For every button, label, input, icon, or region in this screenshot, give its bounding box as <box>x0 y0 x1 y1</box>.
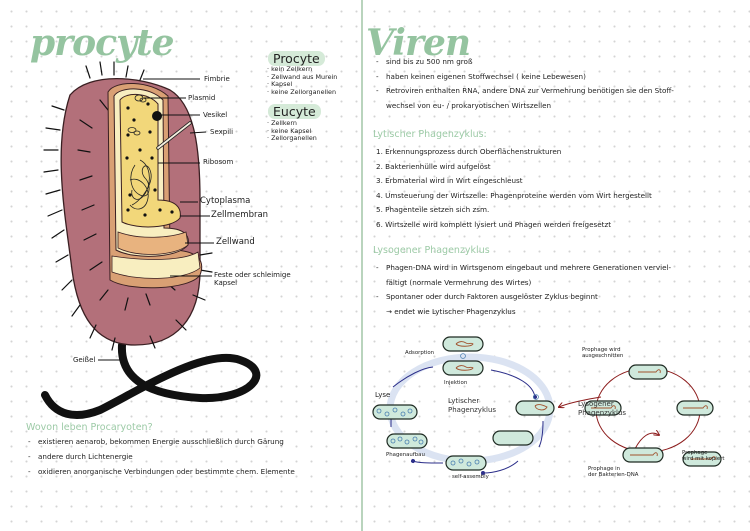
label-plasmid: Plasmid <box>188 94 216 102</box>
label-vesikel: Vesikel <box>203 111 228 119</box>
label-adsorption: Adsorption <box>405 350 435 356</box>
label-zellmembran: Zellmembran <box>211 210 269 220</box>
procaryoten-answers-list: -existieren aenarob, bekommen Energie au… <box>28 434 295 479</box>
lysogenic-center-line1: Lysogener <box>578 400 614 408</box>
label-phagenaufbau: Phagenaufbau <box>386 452 425 458</box>
fact-item-continuation: wechsel von eu- / prokaryotischen Wirtsz… <box>386 100 552 110</box>
eucyte-heading: Eucyte <box>268 104 321 119</box>
label-lyse: Lyse <box>375 391 391 399</box>
cell-adsorption <box>442 336 484 352</box>
label-prophage-ausgeschnitten-line2: ausgeschnitten <box>582 353 624 359</box>
procaryoten-question-heading: Wovon leben Procaryoten? <box>26 422 153 433</box>
lytic-step: 3. Erbmaterial wird in Wirt eingeschleus… <box>376 176 523 186</box>
cell-phagenaufbau <box>386 433 428 449</box>
answer-item: -existieren aenarob, bekommen Energie au… <box>28 437 284 446</box>
lytic-step: 2. Bakterienhülle wird aufgelöst <box>376 161 491 171</box>
page-title-viren: Viren <box>366 22 471 64</box>
label-prophage-kopiert: Prophage wird mit kopiert <box>682 450 725 462</box>
lysogenic-item-continuation: fältigt (normale Vermehrung des Wirtes) <box>386 277 532 287</box>
fact-item: -Retroviren enthalten RNA, andere DNA zu… <box>376 86 674 96</box>
lytic-step: 5. Phagenteile setzen sich zsm. <box>376 205 490 215</box>
label-zellwand: Zellwand <box>216 237 255 247</box>
page-title-procyte: procyte <box>30 22 175 64</box>
phage-cycle-diagram <box>372 336 722 475</box>
procyte-feature: · Zellwand aus Murein <box>267 72 338 81</box>
lysogenic-item: -Spontaner oder durch Faktoren ausgelöst… <box>376 292 598 302</box>
lysogenic-item-continuation: → endet wie Lytischer Phagenzyklus <box>386 306 516 316</box>
right-notebook-page <box>363 0 750 531</box>
cell-injektion <box>442 360 484 376</box>
fimbriae-icon <box>43 61 213 351</box>
eucyte-feature: · Zellkern <box>267 119 297 127</box>
bacterium-illustration <box>41 61 261 419</box>
procyte-heading: Procyte <box>268 51 325 66</box>
procyte-feature: · keine Zellorganellen <box>267 87 337 96</box>
lysogenic-items-list: -Phagen-DNA wird in Wirtsgenom eingebaut… <box>376 261 671 319</box>
nucleoid-dna-icon <box>129 159 152 210</box>
answer-item: -oxidieren anorganische Verbindungen ode… <box>28 467 295 476</box>
cell-self-assembly <box>445 455 487 471</box>
ribosome-dots-icon <box>125 102 174 217</box>
label-prophage-ausgeschnitten-line1: Prophage wird <box>582 347 621 353</box>
lytic-steps-list: 1. Erkennungsprozess durch Oberflächenst… <box>376 145 652 233</box>
label-ribosom: Ribosom <box>203 158 234 166</box>
procyte-features-list: · kein Zellkern · Zellwand aus Murein · … <box>267 65 338 96</box>
label-prophage-in-dna-line2: der Bakterien-DNA <box>588 472 639 478</box>
fact-item: -sind bis zu 500 nm groß <box>376 57 473 66</box>
label-prophage-ausgeschnitten: Prophage wird ausgeschnitten <box>582 347 623 359</box>
lysogenic-center-line2: Phagenzyklus <box>578 409 627 417</box>
page-divider <box>361 0 363 531</box>
lytic-cycle-center-label: Lytischer Phagenzyklus <box>448 397 496 415</box>
label-geissel: Geißel <box>73 356 96 364</box>
label-cytoplasma: Cytoplasma <box>200 196 251 206</box>
label-fimbrie: Fimbrie <box>204 75 230 83</box>
label-self-assembly: self-assembly <box>452 474 489 480</box>
lytic-step: 4. Umsteuerung der Wirtszelle: Phagenpro… <box>376 190 652 200</box>
label-prophage-kopiert-line1: Prophage <box>682 450 708 456</box>
viren-facts-list: -sind bis zu 500 nm groß -haben keinen e… <box>376 55 674 113</box>
answer-item: -andere durch Lichtenergie <box>28 452 133 461</box>
lytic-center-line1: Lytischer <box>448 397 480 405</box>
vesicle-icon <box>152 111 162 121</box>
phage-particles-icon <box>376 353 539 467</box>
eucyte-features-list: · Zellkern · keine Kapsel · Zellorganell… <box>267 119 317 143</box>
cell-integration <box>515 400 555 416</box>
lytic-step: 1. Erkennungsprozess durch Oberflächenst… <box>376 147 562 156</box>
fact-item: -haben keinen eigenen Stoffwechsel ( kei… <box>376 71 586 81</box>
lysogenic-cycle-heading: Lysogener Phagenzyklus <box>373 245 490 256</box>
lytic-center-line2: Phagenzyklus <box>448 406 497 414</box>
label-prophage-in-dna-line1: Prophage in <box>588 466 621 472</box>
label-kapsel-line2: Kapsel <box>214 279 238 287</box>
label-prophage-in-dna: Prophage in der Bakterien-DNA <box>588 466 639 478</box>
label-sexpili: Sexpili <box>210 128 234 136</box>
eucyte-feature: · keine Kapsel <box>267 126 312 135</box>
label-kapsel-line1: Feste oder schleimige <box>214 271 291 279</box>
label-prophage-kopiert-line2: wird mit kopiert <box>682 456 725 462</box>
label-injektion: Injektion <box>444 380 468 386</box>
plasmid-icon <box>127 94 147 136</box>
lytic-cycle-heading: Lytischer Phagenzyklus: <box>373 129 487 140</box>
lysogenic-cycle-center-label: Lysogener Phagenzyklus <box>578 400 626 418</box>
flagellum-icon <box>41 341 261 419</box>
lysogenic-item: -Phagen-DNA wird in Wirtsgenom eingebaut… <box>376 263 672 272</box>
eucyte-feature: · Zellorganellen <box>267 134 317 143</box>
procyte-feature: · kein Zellkern <box>267 65 313 73</box>
lytic-step: 6. Wirtszelle wird komplett lysiert und … <box>376 219 612 229</box>
cell-replication <box>492 430 534 446</box>
procyte-feature: · Kapsel <box>267 80 293 89</box>
label-kapsel: Feste oder schleimige Kapsel <box>214 271 291 287</box>
